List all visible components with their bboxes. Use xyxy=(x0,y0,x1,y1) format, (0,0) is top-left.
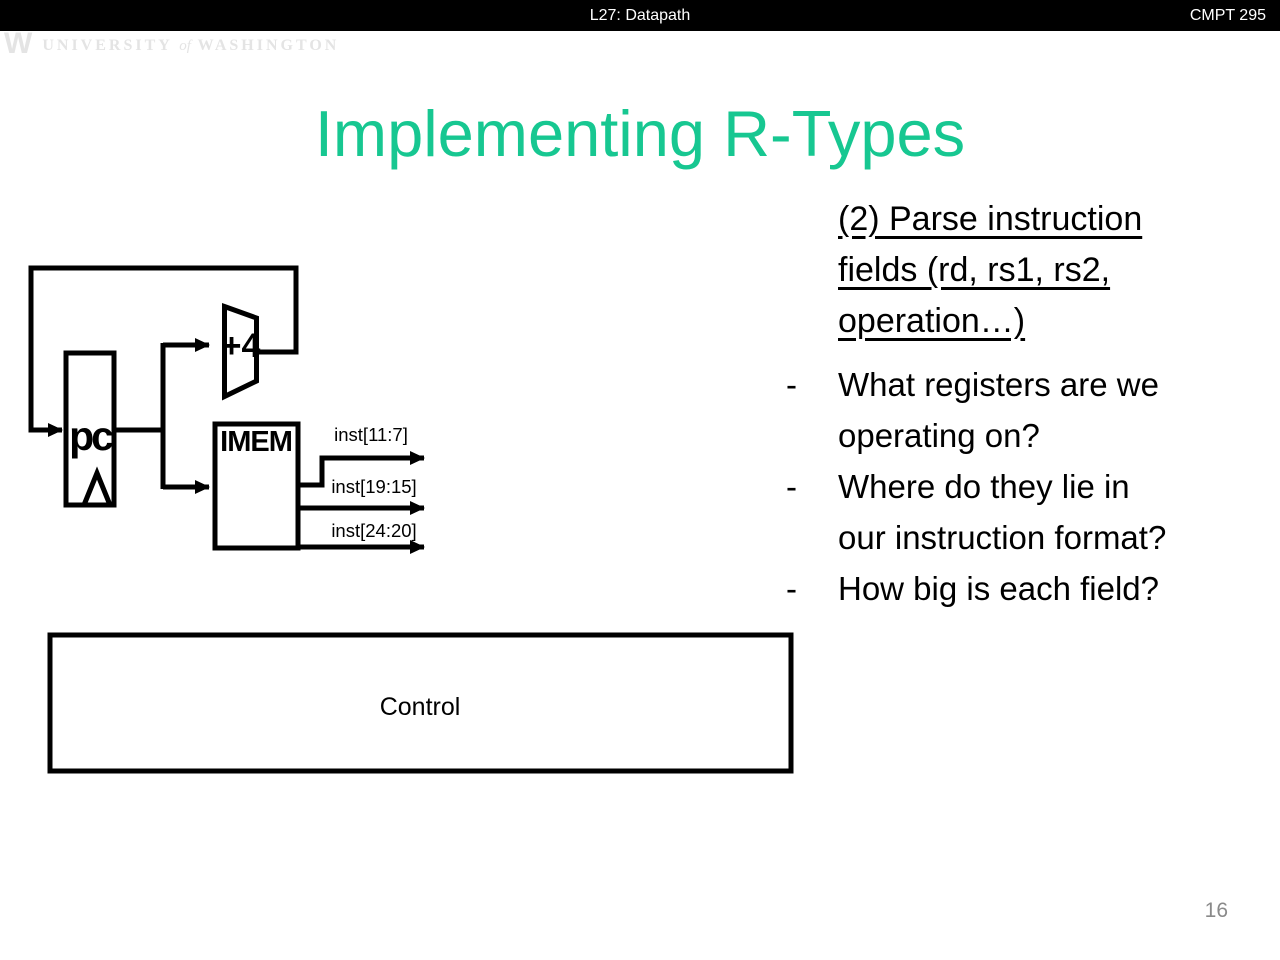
inst-11-7-wire xyxy=(297,451,425,488)
pc-label: pc xyxy=(69,413,113,459)
top-bar: L27: Datapath CMPT 295 xyxy=(0,0,1280,31)
uw-logo-mark: W xyxy=(4,27,32,60)
bullet-dash: - xyxy=(786,468,797,505)
bullet-2-line-1: Where do they lie in xyxy=(838,468,1130,505)
imem-label: IMEM xyxy=(220,426,292,458)
bullet-1-line-2: operating on? xyxy=(838,417,1040,454)
control-label: Control xyxy=(380,693,461,721)
lecture-title: L27: Datapath xyxy=(589,7,691,24)
page-number: 16 xyxy=(1204,899,1228,922)
parse-heading: (2) Parse instruction fields (rd, rs1, r… xyxy=(838,194,1272,347)
heading-line-1: (2) Parse instruction xyxy=(838,200,1143,238)
list-item: - How big is each field? xyxy=(786,563,1272,614)
heading-line-2: fields (rd, rs1, rs2, xyxy=(838,251,1111,289)
list-item: - What registers are we operating on? xyxy=(786,359,1272,461)
notes-column: (2) Parse instruction fields (rd, rs1, r… xyxy=(786,194,1272,614)
plus4-label: +4 xyxy=(222,327,261,365)
inst-19-15-label: inst[19:15] xyxy=(331,476,416,497)
list-item: - Where do they lie in our instruction f… xyxy=(786,461,1272,563)
page-title: Implementing R-Types xyxy=(314,96,966,170)
inst-24-20-label: inst[24:20] xyxy=(331,520,416,541)
pc-feedback-wire xyxy=(28,265,299,437)
bullet-3-line-1: How big is each field? xyxy=(838,570,1160,607)
heading-line-3: operation…) xyxy=(838,302,1026,340)
bullet-dash: - xyxy=(786,366,797,403)
control-box xyxy=(47,632,794,774)
imem-box xyxy=(212,421,301,551)
bullet-dash: - xyxy=(786,570,797,607)
bullet-2-line-2: our instruction format? xyxy=(838,519,1167,556)
plus4-adder-shape xyxy=(222,302,259,401)
course-code: CMPT 295 xyxy=(1189,7,1266,24)
inst-11-7-label: inst[11:7] xyxy=(334,424,408,445)
uw-logo-text: UNIVERSITY of WASHINGTON xyxy=(42,37,340,54)
bullet-1-line-1: What registers are we xyxy=(838,366,1159,403)
clock-edge-icon xyxy=(81,466,113,506)
university-watermark: W UNIVERSITY of WASHINGTON xyxy=(4,27,340,60)
bullet-list: - What registers are we operating on? - … xyxy=(786,359,1272,614)
